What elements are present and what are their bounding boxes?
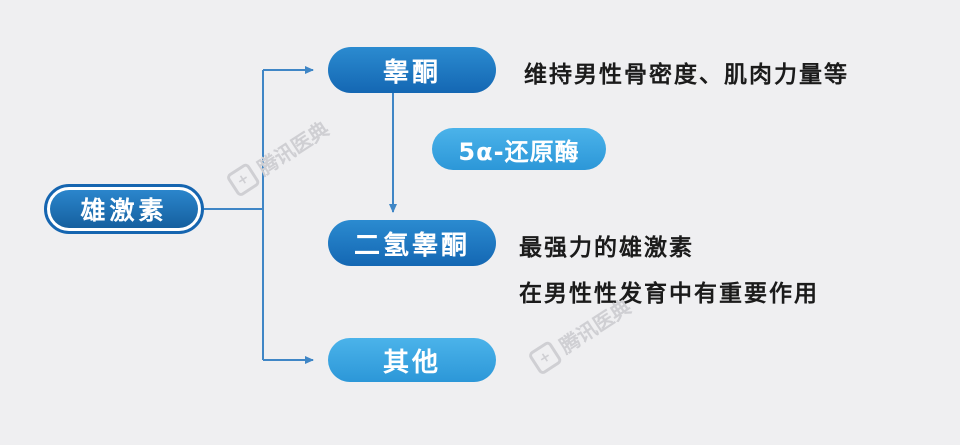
other-node: 其他 xyxy=(328,338,496,382)
dht-node: 二氢睾酮 xyxy=(328,220,496,266)
testosterone-node: 睾酮 xyxy=(328,47,496,93)
testosterone-description: 维持男性骨密度、肌肉力量等 xyxy=(524,62,849,88)
dht-description-line-1: 最强力的雄激素 xyxy=(519,235,694,261)
dht-description-line-2: 在男性性发育中有重要作用 xyxy=(519,281,819,307)
root-node: 雄激素 xyxy=(44,184,204,234)
root-label: 雄激素 xyxy=(50,190,198,228)
enzyme-node: 5α-还原酶 xyxy=(432,128,606,170)
